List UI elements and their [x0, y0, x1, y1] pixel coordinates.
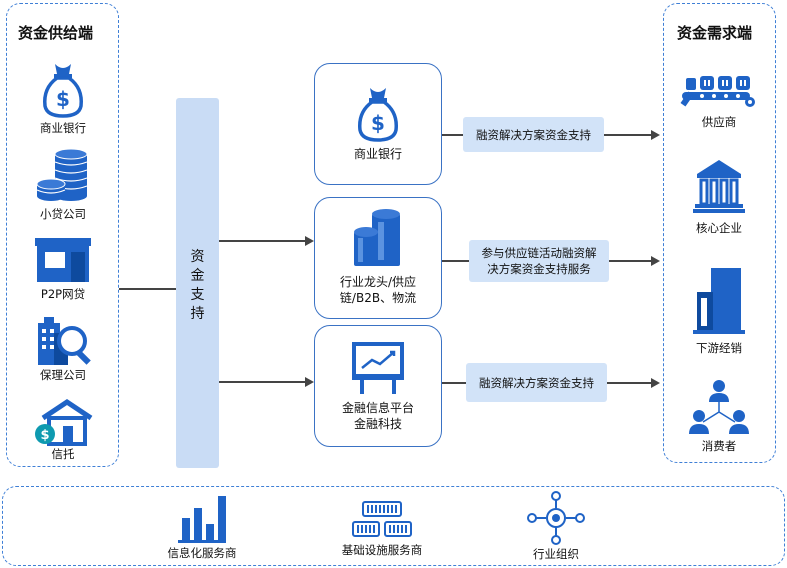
- arrow-head: [651, 256, 660, 266]
- flow-pill: 融资解决方案资金支持: [466, 363, 607, 402]
- demand-item-core-enterprise: 核心企业: [682, 158, 756, 236]
- coin-stack-icon: [36, 148, 88, 201]
- center-card-label-line: 行业龙头/供应: [339, 275, 417, 289]
- shop-icon: [35, 238, 91, 282]
- demand-item-consumer: 消费者: [680, 378, 758, 454]
- bottom-item-it-provider: 信息化服务商: [160, 494, 244, 561]
- capital-support-char: 资: [190, 249, 205, 265]
- arrow-head: [651, 378, 660, 388]
- money-bag-icon: $: [358, 88, 398, 142]
- capital-support-char: 金: [190, 268, 205, 284]
- supply-item-microloan: 小贷公司: [28, 146, 98, 222]
- bottom-item-industry-org: 行业组织: [516, 490, 596, 562]
- demand-panel-title: 资金需求端: [677, 24, 753, 42]
- demand-item-supplier: 供应商: [680, 72, 758, 130]
- svg-text:$: $: [371, 111, 385, 135]
- demand-item-label: 消费者: [701, 439, 737, 453]
- bottom-item-label: 基础设施服务商: [341, 543, 423, 557]
- supply-item-label: P2P网贷: [40, 287, 86, 301]
- center-card-label: 金融信息平台 金融科技: [315, 400, 441, 432]
- demand-item-label: 下游经销: [696, 341, 742, 355]
- arrow-head: [651, 130, 660, 140]
- demand-item-label: 核心企业: [696, 221, 742, 235]
- flow-pill: 参与供应链活动融资解 决方案资金支持服务: [469, 240, 609, 282]
- capital-support-label: 资 金 支 持: [176, 248, 219, 324]
- bottom-item-label: 行业组织: [533, 547, 579, 561]
- supply-item-p2p: P2P网贷: [28, 236, 98, 302]
- center-card-industry-leader: 行业龙头/供应 链/B2B、物流: [314, 197, 442, 319]
- capital-support-bar: 资 金 支 持: [176, 98, 219, 468]
- network-nodes-icon: [527, 491, 585, 545]
- center-card-fintech: 金融信息平台 金融科技: [314, 325, 442, 447]
- flow-pill-line: 决方案资金支持服务: [487, 262, 591, 276]
- server-rack-icon: [352, 501, 412, 537]
- service-providers-panel: [2, 486, 785, 566]
- center-card-label: 行业龙头/供应 链/B2B、物流: [315, 274, 441, 306]
- arrow-line: [219, 381, 307, 383]
- money-bag-icon: $: [43, 64, 83, 118]
- flow-pill: 融资解决方案资金支持: [463, 117, 604, 152]
- arrow-head: [305, 377, 314, 387]
- bottom-item-label: 信息化服务商: [167, 546, 237, 560]
- office-tower-icon: [693, 268, 745, 334]
- center-card-label: 商业银行: [353, 147, 402, 161]
- supply-item-label: 小贷公司: [40, 207, 86, 221]
- demand-panel: [663, 3, 776, 463]
- arrow-line: [219, 240, 307, 242]
- house-coin-icon: $: [35, 398, 93, 446]
- bar-chart-icon: [178, 496, 226, 543]
- center-card-label-line: 金融科技: [353, 417, 402, 431]
- supply-item-bank: $ 商业银行: [28, 62, 98, 136]
- people-network-icon: [689, 380, 749, 434]
- demand-item-downstream: 下游经销: [682, 264, 756, 356]
- capital-support-char: 支: [190, 287, 205, 303]
- svg-text:$: $: [40, 428, 49, 443]
- supply-item-trust: $ 信托: [28, 398, 98, 462]
- bank-building-icon: [693, 160, 745, 213]
- center-card-label-line: 链/B2B、物流: [339, 291, 417, 305]
- supply-panel: [6, 3, 119, 467]
- supply-panel-title: 资金供给端: [18, 24, 94, 42]
- supply-item-label: 保理公司: [40, 368, 86, 382]
- supply-item-factoring: 保理公司: [28, 313, 98, 383]
- chart-board-icon: [352, 342, 404, 394]
- svg-text:$: $: [56, 87, 70, 111]
- arrow-head: [305, 236, 314, 246]
- storage-tank-icon: [354, 209, 400, 266]
- center-card-bank: $ 商业银行: [314, 63, 442, 185]
- conveyor-gear-icon: [680, 76, 755, 107]
- supply-item-label: 商业银行: [40, 121, 86, 135]
- building-search-icon: [38, 317, 91, 365]
- bottom-item-infrastructure: 基础设施服务商: [332, 500, 432, 558]
- demand-item-label: 供应商: [701, 115, 737, 129]
- flow-pill-line: 参与供应链活动融资解: [481, 246, 597, 260]
- supply-item-label: 信托: [51, 447, 75, 461]
- center-card-label-line: 金融信息平台: [341, 401, 414, 415]
- capital-support-char: 持: [190, 306, 205, 322]
- connector-line: [119, 288, 176, 290]
